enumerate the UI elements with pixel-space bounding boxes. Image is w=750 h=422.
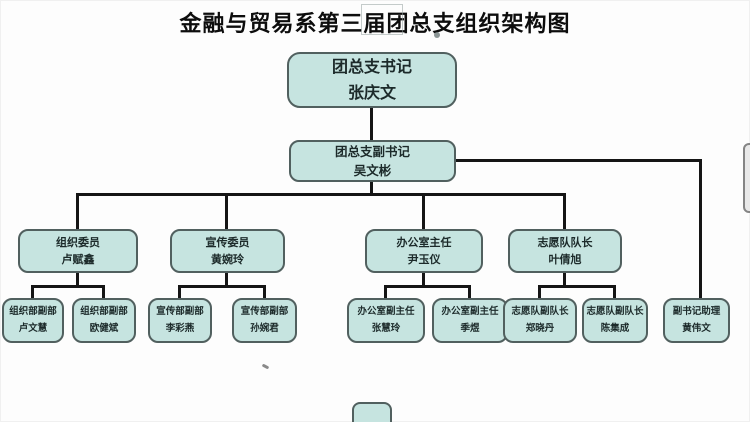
node-role: 志愿队队长 [537, 235, 593, 249]
org-node-secretary[interactable]: 团总支书记 张庆文 [287, 52, 457, 108]
node-role: 组织部副部 [9, 306, 57, 318]
connector-branch [384, 285, 471, 288]
connector-drop [31, 285, 34, 298]
connector-distribution-line [76, 193, 566, 196]
org-node-secretary-assistant[interactable]: 副书记助理 黄伟文 [663, 298, 730, 343]
connector-drop [538, 285, 541, 298]
connector-deputy-stub [370, 182, 373, 195]
node-name: 郑晓丹 [525, 322, 555, 334]
connector-drop [76, 193, 79, 229]
connector-assistant-horizontal [456, 159, 702, 162]
node-role: 志愿队副队长 [511, 306, 569, 318]
org-node-publicity-deputy-2[interactable]: 宣传部副部 孙婉君 [232, 298, 297, 343]
node-role: 宣传部副部 [156, 306, 204, 318]
node-role: 副书记助理 [672, 306, 721, 318]
connector-branch [178, 285, 266, 288]
connector-drop [225, 193, 228, 229]
node-name: 叶倩旭 [548, 253, 582, 266]
connector-root-deputy [370, 108, 373, 140]
connector-assistant-vertical [699, 159, 702, 298]
node-name: 张慧玲 [371, 322, 401, 334]
node-role: 团总支副书记 [334, 143, 410, 159]
stray-mark [261, 363, 270, 370]
node-name: 孙婉君 [250, 322, 279, 334]
node-role: 宣传部副部 [240, 306, 289, 318]
org-node-org-deputy-2[interactable]: 组织部副部 欧健斌 [72, 298, 136, 343]
node-name: 卢赋鑫 [61, 253, 95, 266]
node-role: 志愿队副队长 [586, 306, 644, 318]
org-node-office-deputy-1[interactable]: 办公室副主任 张慧玲 [347, 298, 425, 343]
node-role: 办公室副主任 [357, 306, 415, 318]
node-name: 欧健斌 [89, 322, 119, 334]
connector-drop [468, 285, 471, 298]
node-name: 吴文彬 [353, 163, 392, 178]
connector-drop [563, 193, 566, 229]
chart-title: 金融与贸易系第三届团总支组织架构图 [179, 11, 571, 37]
node-name: 张庆文 [347, 83, 396, 102]
org-node-deputy-secretary[interactable]: 团总支副书记 吴文彬 [289, 140, 456, 182]
connector-drop [263, 285, 266, 298]
node-role: 办公室主任 [396, 235, 452, 249]
org-node-org-deputy-1[interactable]: 组织部副部 卢文慧 [2, 298, 64, 343]
org-node-office-director[interactable]: 办公室主任 尹玉仪 [365, 229, 483, 273]
selection-handle-dot [434, 32, 440, 38]
node-role: 宣传委员 [205, 235, 250, 249]
org-node-volunteer-leader[interactable]: 志愿队队长 叶倩旭 [508, 229, 622, 273]
connector-drop [613, 285, 616, 298]
connector-stub [225, 273, 228, 287]
org-node-volunteer-deputy-1[interactable]: 志愿队副队长 郑晓丹 [503, 298, 577, 343]
node-role: 办公室副主任 [441, 306, 499, 318]
node-name: 卢文慧 [18, 322, 48, 334]
connector-stub [563, 273, 566, 287]
connector-drop [102, 285, 105, 298]
node-name: 李彩燕 [165, 322, 195, 334]
org-node-publicity-deputy-1[interactable]: 宣传部副部 李彩燕 [148, 298, 212, 343]
connector-stub [76, 273, 79, 287]
node-name: 尹玉仪 [407, 253, 441, 266]
node-role: 团总支书记 [331, 57, 412, 77]
node-role: 组织委员 [56, 235, 100, 249]
node-name: 黄伟文 [682, 322, 711, 334]
node-name: 季煜 [460, 322, 480, 334]
org-node-publicity-member[interactable]: 宣传委员 黄婉玲 [170, 229, 285, 273]
selection-outline [361, 4, 403, 35]
connector-drop [384, 285, 387, 298]
org-node-office-deputy-2[interactable]: 办公室副主任 季煜 [432, 298, 508, 343]
node-name: 陈集成 [600, 322, 630, 334]
scrollbar-thumb[interactable] [743, 143, 750, 213]
connector-branch [31, 285, 105, 288]
connector-stub [422, 273, 425, 287]
org-node-organization-member[interactable]: 组织委员 卢赋鑫 [18, 229, 138, 273]
connector-drop [422, 193, 425, 229]
partial-node-bottom[interactable] [352, 402, 392, 422]
connector-branch [538, 285, 616, 288]
connector-drop [178, 285, 181, 298]
node-name: 黄婉玲 [211, 253, 244, 266]
node-role: 组织部副部 [80, 306, 128, 318]
org-node-volunteer-deputy-2[interactable]: 志愿队副队长 陈集成 [582, 298, 648, 343]
